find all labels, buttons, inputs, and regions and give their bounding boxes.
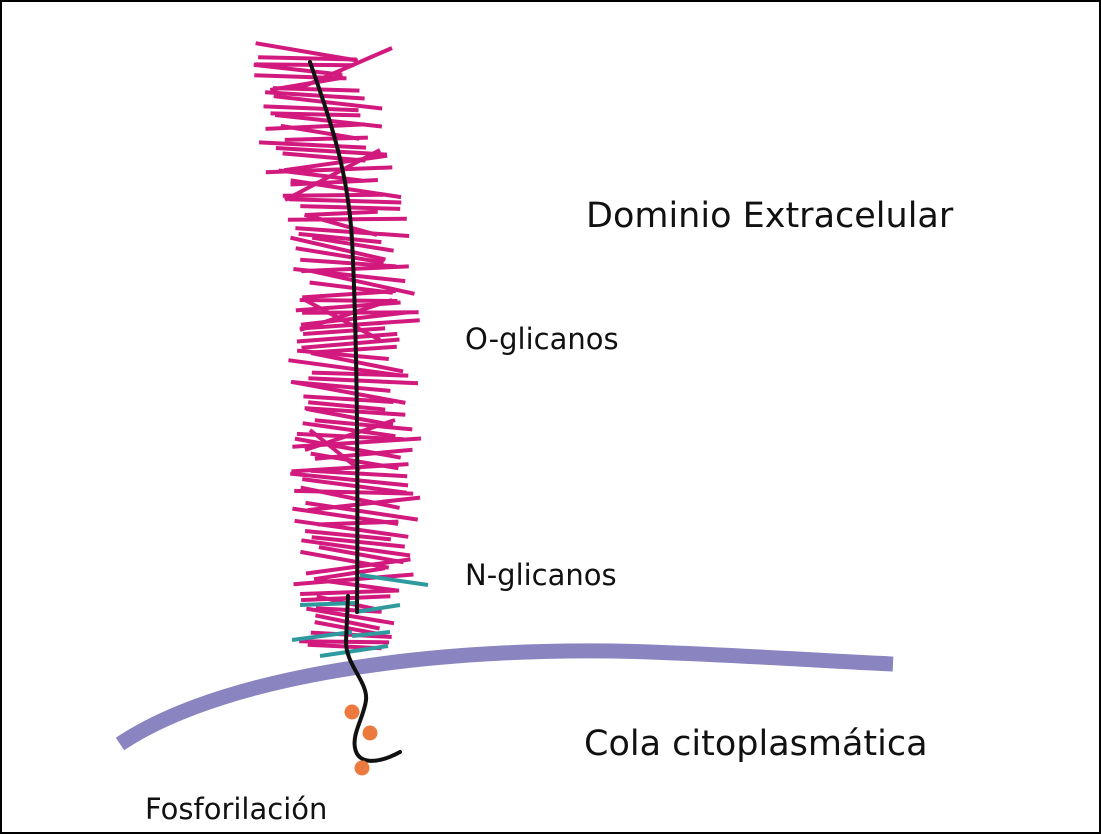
n-glycans-label: N-glicanos bbox=[465, 558, 617, 592]
phosphate-dot bbox=[355, 761, 370, 776]
glycan-chain bbox=[266, 124, 365, 128]
glycan-chain bbox=[305, 212, 378, 215]
phosphate-dot bbox=[363, 726, 378, 741]
glycan-chain bbox=[301, 596, 390, 600]
glycan-chain bbox=[289, 199, 402, 202]
o-glycans-label: O-glicanos bbox=[465, 322, 619, 356]
glycan-chain bbox=[288, 219, 407, 220]
phosphorylation-label: Fosforilación bbox=[145, 792, 327, 826]
glycan-chain bbox=[264, 106, 359, 110]
extracellular-domain-label: Dominio Extracelular bbox=[586, 196, 953, 236]
glycan-chain bbox=[308, 378, 418, 383]
glycan-chain bbox=[300, 591, 399, 595]
glycan-chain bbox=[300, 300, 398, 301]
glycan-chain bbox=[273, 88, 360, 91]
glycan-chain bbox=[258, 57, 357, 59]
glycan-chain bbox=[285, 138, 368, 140]
glycan-chain bbox=[302, 291, 396, 297]
cytoplasmic-tail-label: Cola citoplasmática bbox=[584, 724, 928, 764]
phosphate-dot bbox=[345, 705, 360, 720]
o-glycan-chains bbox=[254, 43, 421, 648]
glycan-chain bbox=[259, 142, 366, 147]
